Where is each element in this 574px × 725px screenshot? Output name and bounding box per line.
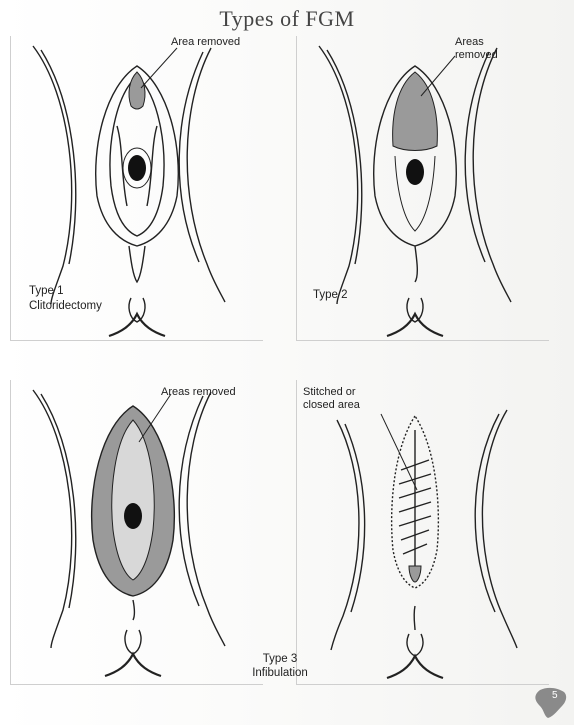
type3-closed-illustration bbox=[297, 380, 549, 684]
africa-page-badge-icon bbox=[532, 686, 570, 720]
panel-type2: Areas removed Type 2 bbox=[296, 36, 549, 341]
type3-closed-callout-line2: closed area bbox=[303, 399, 360, 412]
caption-infibulation: Infibulation bbox=[210, 666, 350, 680]
type3-illustration bbox=[11, 380, 263, 684]
page-title: Types of FGM bbox=[0, 6, 574, 32]
page-number: 5 bbox=[552, 690, 558, 701]
panel-type3-closed: Stitched or closed area bbox=[296, 380, 549, 685]
type1-label: Type 1 bbox=[29, 284, 64, 298]
panel-type3: Areas removed bbox=[10, 380, 263, 685]
panel-type1: Area removed Type 1 Clitoridectomy bbox=[10, 36, 263, 341]
caption-type3: Type 3 bbox=[210, 652, 350, 666]
type3-closed-callout-line1: Stitched or bbox=[303, 386, 356, 399]
type2-callout-line1: Areas bbox=[455, 36, 484, 49]
infibulation-caption: Type 3 Infibulation bbox=[210, 652, 350, 680]
type1-name: Clitoridectomy bbox=[29, 299, 102, 313]
type1-callout: Area removed bbox=[171, 36, 240, 49]
type2-callout-line2: removed bbox=[455, 49, 498, 62]
type3-callout: Areas removed bbox=[161, 386, 236, 399]
type2-label: Type 2 bbox=[313, 288, 348, 302]
